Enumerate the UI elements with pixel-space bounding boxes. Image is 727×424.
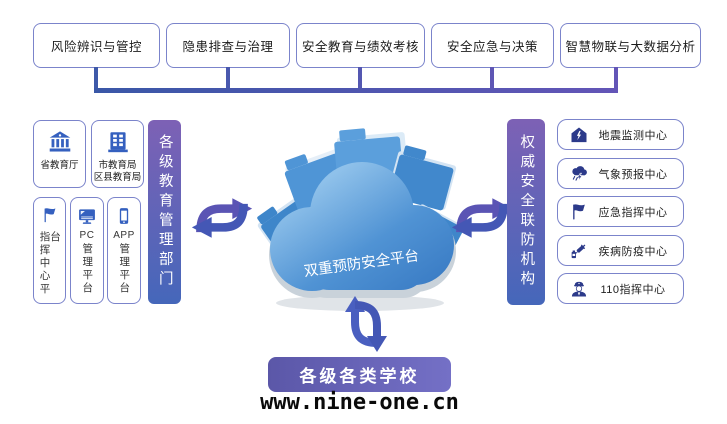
police-officer-icon bbox=[569, 279, 589, 299]
bracket-line bbox=[94, 88, 618, 93]
right-box-label: 110指挥中心 bbox=[600, 283, 666, 296]
right-box-police: 110指挥中心 bbox=[557, 273, 684, 304]
right-box-earthquake: 地震监测中心 bbox=[557, 119, 684, 150]
cloud-body bbox=[270, 162, 454, 291]
left-bar-label: 各级教育管理部门 bbox=[156, 134, 173, 290]
right-box-label: 地震监测中心 bbox=[598, 129, 668, 142]
platform-box-app: APP 管理平台 bbox=[107, 197, 141, 304]
office-building-icon bbox=[107, 132, 128, 153]
flag-icon bbox=[569, 202, 589, 222]
earthquake-house-icon bbox=[569, 125, 589, 145]
school-box: 各级各类学校 bbox=[268, 357, 451, 392]
website-url: www.nine-one.cn bbox=[260, 390, 459, 415]
right-box-weather: 气象预报中心 bbox=[557, 158, 684, 189]
school-box-label: 各级各类学校 bbox=[299, 367, 420, 386]
right-box-label: 气象预报中心 bbox=[598, 168, 668, 181]
bracket-stub bbox=[614, 67, 618, 92]
bracket-stub bbox=[490, 67, 494, 92]
cloud-graphic: 双重预防安全平台 bbox=[257, 128, 465, 311]
platform-vertical-label: 管理平台 bbox=[118, 243, 131, 295]
storm-cloud-icon bbox=[569, 164, 589, 184]
right-panel-bar: 权威安全联防机构 bbox=[507, 119, 545, 305]
cloud-platform: 双重预防安全平台 bbox=[250, 128, 468, 320]
right-box-disease: 疾病防疫中心 bbox=[557, 235, 684, 266]
gov-box-label-line2: 区县教育局 bbox=[93, 172, 142, 184]
top-box-label: 隐患排查与治理 bbox=[182, 40, 274, 54]
platform-vertical-label: 管理平台 bbox=[81, 243, 94, 295]
platform-latin-label: APP bbox=[113, 230, 135, 241]
gov-box-province: 省教育厅 bbox=[33, 120, 86, 188]
platform-box-pc: PC 管理平台 bbox=[70, 197, 104, 304]
top-box-hazard: 隐患排查与治理 bbox=[166, 23, 290, 68]
left-swap-arrows-icon bbox=[191, 198, 253, 238]
bracket-stub bbox=[94, 67, 98, 92]
gov-box-label: 市教育局区县教育局 bbox=[94, 160, 142, 185]
government-building-icon bbox=[49, 131, 70, 152]
platform-latin-label: PC bbox=[79, 230, 95, 241]
bracket-stub bbox=[226, 67, 230, 92]
right-box-label: 疾病防疫中心 bbox=[598, 245, 668, 258]
right-bar-label: 权威安全联防机构 bbox=[518, 134, 535, 290]
gov-box-city: 市教育局区县教育局 bbox=[91, 120, 144, 188]
left-panel-bar: 各级教育管理部门 bbox=[148, 120, 181, 304]
gov-box-label: 省教育厅 bbox=[40, 160, 79, 171]
right-box-label: 应急指挥中心 bbox=[598, 206, 668, 219]
right-box-emergency: 应急指挥中心 bbox=[557, 196, 684, 227]
top-box-emergency: 安全应急与决策 bbox=[431, 23, 554, 68]
top-box-label: 安全应急与决策 bbox=[446, 40, 538, 54]
top-box-label: 安全教育与绩效考核 bbox=[301, 40, 419, 54]
platform-vertical-label: 指挥中心平台 bbox=[38, 230, 62, 296]
bracket-stub bbox=[358, 67, 362, 92]
top-box-label: 风险辨识与管控 bbox=[50, 40, 142, 54]
gov-box-label-line1: 市教育局 bbox=[98, 160, 137, 171]
top-box-risk: 风险辨识与管控 bbox=[33, 23, 160, 68]
top-box-iot: 智慧物联与大数据分析 bbox=[560, 23, 701, 68]
platform-box-command: 指挥中心平台 bbox=[33, 197, 66, 304]
top-box-label: 智慧物联与大数据分析 bbox=[565, 40, 696, 54]
right-swap-arrows-icon bbox=[451, 198, 513, 238]
top-box-education: 安全教育与绩效考核 bbox=[296, 23, 425, 68]
flag-icon bbox=[44, 208, 55, 223]
syringe-icon bbox=[569, 241, 589, 261]
desktop-monitor-icon bbox=[79, 209, 95, 224]
vertical-swap-arrows-icon bbox=[345, 296, 387, 352]
smartphone-icon bbox=[119, 208, 129, 224]
